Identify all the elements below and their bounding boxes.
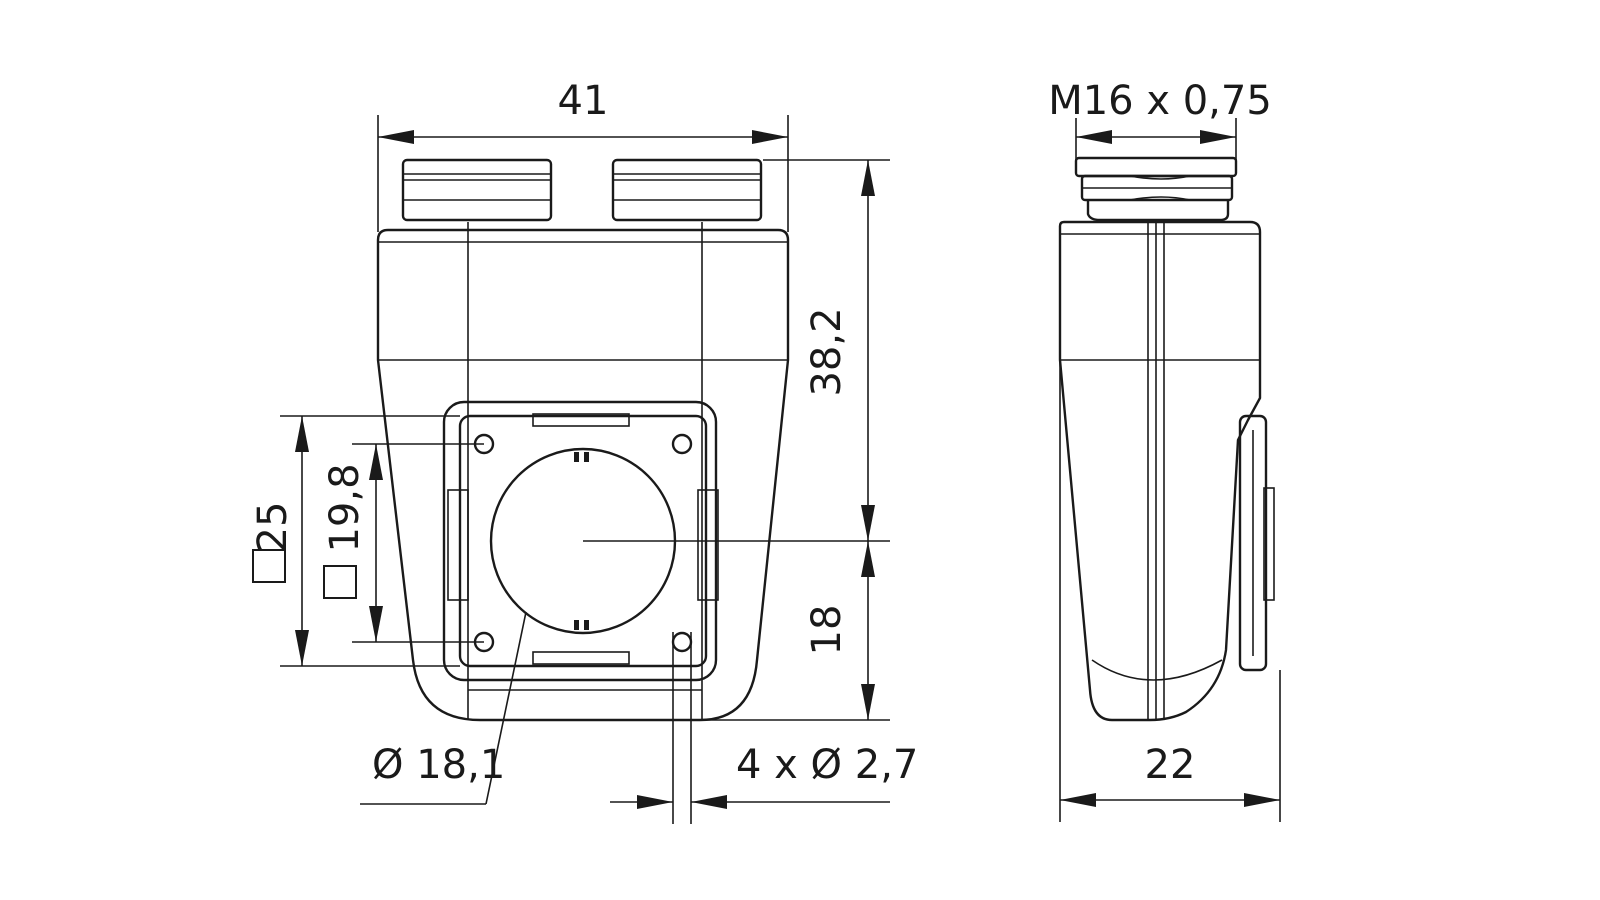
dimension-square-19-8: 19,8 xyxy=(322,443,484,643)
dim-text-square-inner: 19,8 xyxy=(322,463,368,552)
mounting-hole-tr xyxy=(671,433,693,455)
front-connector-right xyxy=(611,158,763,222)
front-connector-left xyxy=(401,158,553,222)
dimension-height-18: 18 xyxy=(702,541,890,721)
dimension-width-41: 41 xyxy=(377,78,789,232)
side-housing-outline xyxy=(1058,220,1262,722)
dimension-hole-diameter: Ø 18,1 xyxy=(360,611,527,805)
dimension-height-38-2: 38,2 xyxy=(763,159,890,541)
dim-text-thread: M16 x 0,75 xyxy=(1048,78,1272,124)
square-symbol-outer xyxy=(252,549,286,583)
dimension-square-25: 25 xyxy=(250,415,460,667)
dim-text-width: 41 xyxy=(558,78,609,124)
dim-text-depth: 22 xyxy=(1145,742,1196,788)
dimension-depth-22: 22 xyxy=(1059,224,1281,822)
dim-text-height-upper: 38,2 xyxy=(804,307,850,396)
side-flange xyxy=(1238,414,1268,672)
dim-text-square-outer: 25 xyxy=(250,502,296,553)
dimension-mounting-holes: 4 x Ø 2,7 xyxy=(610,632,918,824)
dimension-thread: M16 x 0,75 xyxy=(1048,78,1272,162)
side-view xyxy=(1058,156,1275,722)
square-symbol-inner xyxy=(323,565,357,599)
side-connector-thread xyxy=(1074,156,1238,222)
front-housing-outline xyxy=(376,228,790,722)
dim-text-hole-diameter: Ø 18,1 xyxy=(372,742,505,788)
mounting-hole-br xyxy=(671,631,693,653)
dim-text-mounting-holes: 4 x Ø 2,7 xyxy=(736,742,918,788)
dim-text-height-lower: 18 xyxy=(804,605,850,656)
